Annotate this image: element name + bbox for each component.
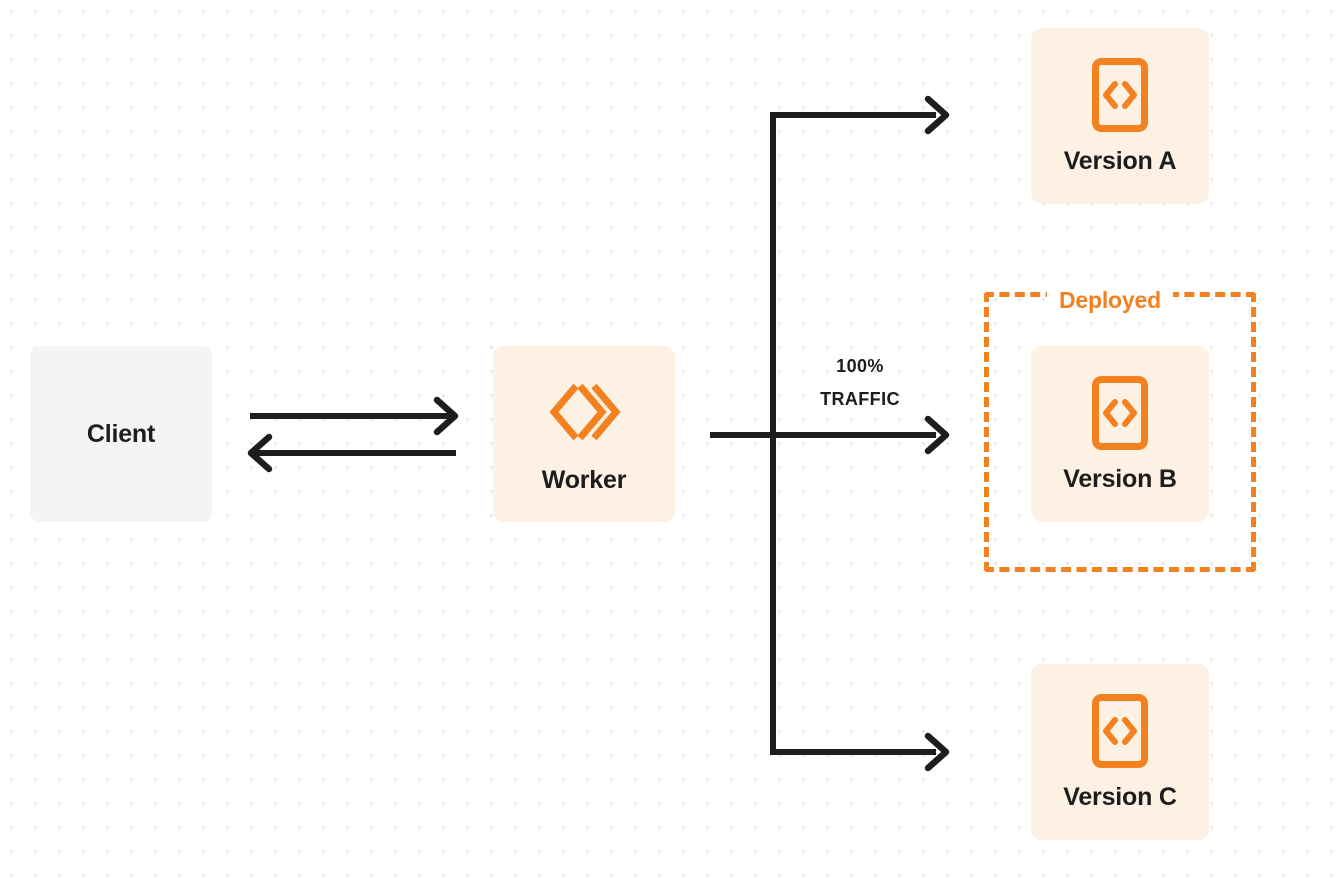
worker-to-version-c-arrow: [770, 732, 950, 772]
worker-node[interactable]: Worker: [493, 346, 675, 522]
worker-to-version-b-arrow: [773, 415, 950, 455]
version-a-label: Version A: [1063, 146, 1177, 175]
client-label: Client: [86, 419, 156, 448]
worker-to-version-a-arrow: [770, 95, 950, 135]
code-file-icon: [1091, 375, 1149, 451]
deployed-frame-label: Deployed: [1047, 286, 1173, 314]
version-b-node[interactable]: Version B: [1031, 346, 1209, 522]
client-node[interactable]: Client: [30, 346, 212, 522]
code-file-icon: [1091, 57, 1149, 133]
traffic-label: 100% TRAFFIC: [780, 350, 940, 416]
version-c-node[interactable]: Version C: [1031, 664, 1209, 840]
cloudflare-workers-logo-icon: [546, 374, 622, 450]
version-a-node[interactable]: Version A: [1031, 28, 1209, 204]
traffic-percent: 100%: [836, 356, 884, 376]
version-b-label: Version B: [1063, 464, 1177, 493]
client-to-worker-arrow: [250, 396, 459, 436]
traffic-caption: TRAFFIC: [820, 389, 900, 409]
worker-to-client-arrow: [247, 433, 456, 473]
worker-label: Worker: [541, 465, 627, 494]
code-file-icon: [1091, 693, 1149, 769]
version-c-label: Version C: [1063, 782, 1177, 811]
